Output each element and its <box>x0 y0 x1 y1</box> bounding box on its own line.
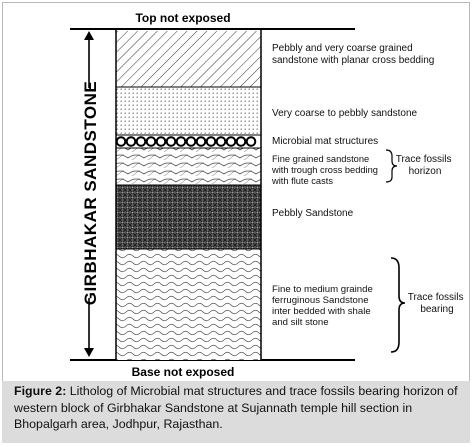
microbial-mat-bead <box>205 136 217 147</box>
trace-fossil-horizon-label: Trace fossils horizon <box>396 154 455 177</box>
microbial-mat-bead <box>175 136 187 147</box>
base-label: Base not exposed <box>132 365 235 379</box>
microbial-mat-bead <box>235 136 247 147</box>
layer-very-coarse-pebbly-sandstone <box>116 87 261 135</box>
layer-description: Microbial mat structures <box>272 136 378 147</box>
microbial-mat-bead <box>135 136 147 147</box>
microbial-mat-bead <box>155 136 167 147</box>
microbial-mat-bead <box>125 136 137 147</box>
trace-fossil-horizon-brace <box>385 149 398 183</box>
trace-fossil-bearing-label: Trace fossils bearing <box>408 292 467 315</box>
layer-description: Fine to medium grainde ferruginous Sands… <box>272 284 375 328</box>
layer-description: Very coarse to pebbly sandstone <box>272 108 418 119</box>
caption-text: Litholog of Microbial mat structures and… <box>14 384 458 431</box>
formation-label: GIRBHAKAR SANDSTONE <box>81 81 100 306</box>
caption-label: Figure 2: <box>14 384 67 398</box>
trace-fossil-bearing-brace <box>390 257 406 353</box>
layer-pebbly-sandstone <box>116 185 261 249</box>
microbial-mat-bead <box>225 136 237 147</box>
layer-description: Pebbly Sandstone <box>272 208 354 219</box>
figure-caption: Figure 2: Litholog of Microbial mat stru… <box>14 383 464 433</box>
layer-description: Pebbly and very coarse grained sandstone… <box>272 43 434 66</box>
thickness-arrow <box>84 31 94 357</box>
microbial-mat-bead <box>115 136 127 147</box>
microbial-mat-bead <box>195 136 207 147</box>
microbial-mat-bead <box>145 136 157 147</box>
microbial-mat-bead <box>165 136 177 147</box>
microbial-mat-bead <box>245 136 257 147</box>
lithology-column <box>115 29 262 360</box>
microbial-mat-bead <box>215 136 227 147</box>
layer-description: Fine grained sandstone with trough cross… <box>271 154 381 186</box>
caption-area <box>2 381 470 443</box>
top-label: Top not exposed <box>135 11 230 25</box>
microbial-mat-bead <box>185 136 197 147</box>
